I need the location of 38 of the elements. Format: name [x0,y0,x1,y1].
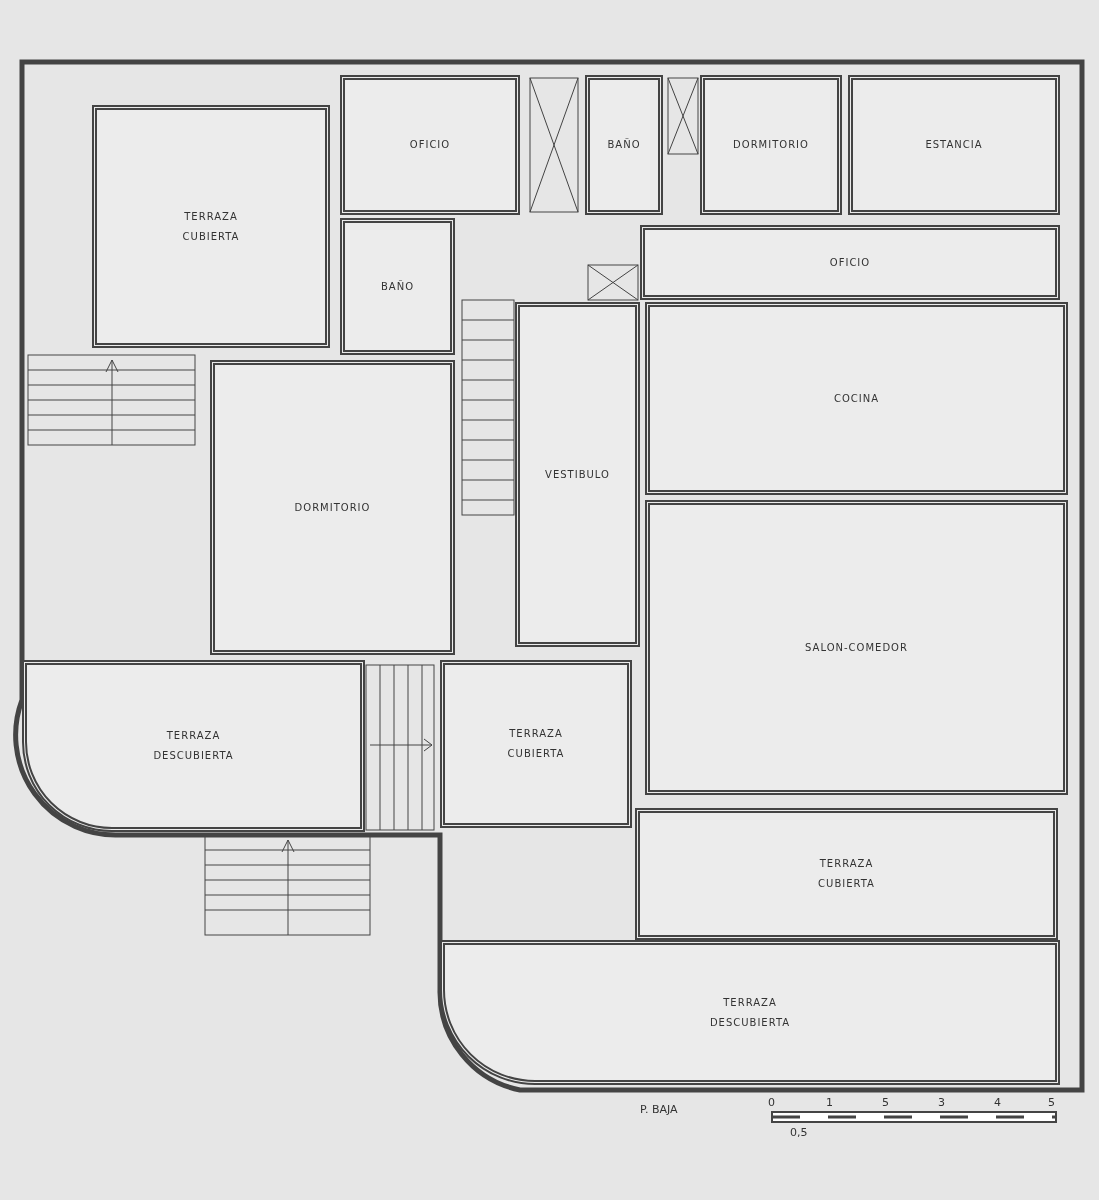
room-label: TERRAZA DESCUBIERTA [152,729,235,763]
room [440,940,1060,1085]
room-label: OFICIO [829,255,871,270]
room-label: VESTIBULO [545,467,610,482]
room-label: TERRAZA CUBIERTA [506,727,566,761]
scale-number: 5 [1048,1096,1055,1109]
room [340,218,455,355]
scale-number: 4 [994,1096,1001,1109]
room [640,225,1060,300]
room [22,660,365,832]
room-label: DORMITORIO [294,500,371,515]
scale-number: 5 [882,1096,889,1109]
room-label: TERRAZA CUBIERTA [181,209,241,244]
room [700,75,842,215]
room-label: ESTANCIA [925,138,983,152]
room [440,660,632,828]
room-label: DORMITORIO [733,138,809,152]
room-label: COCINA [833,391,880,406]
scale-number: 0 [768,1096,775,1109]
scale-number: 1 [826,1096,833,1109]
room-label: SALON-COMEDOR [805,640,908,655]
room [635,808,1058,940]
room [340,75,520,215]
room [210,360,455,655]
room [645,500,1068,795]
room-label: BAÑO [380,279,415,294]
room [585,75,663,215]
room [848,75,1060,215]
room-label: TERRAZA DESCUBIERTA [708,995,792,1030]
scale-number: 3 [938,1096,945,1109]
room [645,302,1068,495]
scale-number: 0,5 [790,1126,808,1139]
room-label: OFICIO [409,138,451,152]
room [92,105,330,348]
room [515,302,640,647]
room-label: TERRAZA CUBIERTA [817,857,876,891]
room-label: BAÑO [607,137,641,152]
plan-title: P. BAJA [640,1103,678,1116]
